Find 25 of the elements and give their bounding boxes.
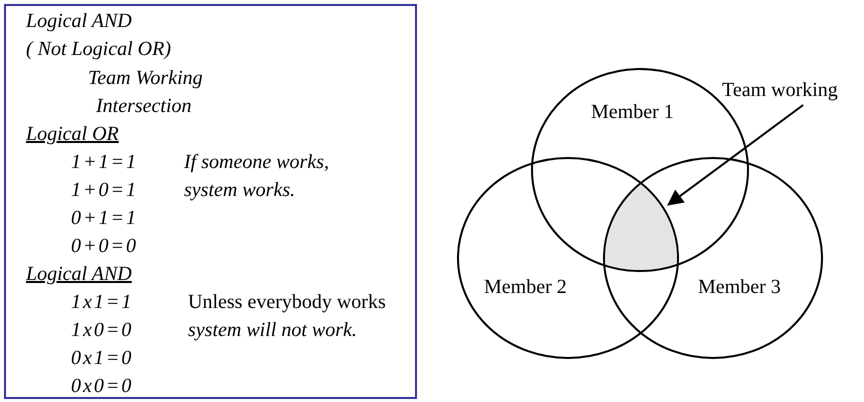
section-heading: Logical OR bbox=[26, 122, 119, 147]
equation-text: 1x0=0 bbox=[71, 318, 134, 343]
member-ellipse bbox=[457, 157, 679, 359]
intersection-region bbox=[605, 184, 677, 270]
subheading-text: Team Working bbox=[88, 66, 203, 91]
equation-text: 1+0=1 bbox=[71, 178, 138, 203]
equation-text: 0+0=0 bbox=[71, 234, 138, 259]
equation-text: 0x0=0 bbox=[71, 374, 134, 399]
equation-text: 1x1=1 bbox=[71, 290, 134, 315]
equation-text: 1+1=1 bbox=[71, 150, 138, 175]
member-label: Member 2 bbox=[484, 275, 567, 300]
heading-text: Logical AND bbox=[26, 9, 132, 34]
text-panel bbox=[4, 4, 417, 399]
member-ellipse bbox=[603, 157, 823, 359]
note-text: Unless everybody works system will not work. bbox=[188, 290, 387, 343]
member-label: Member 3 bbox=[698, 275, 781, 300]
callout-label: Team working bbox=[722, 76, 862, 104]
note-text: If someone works, system works. bbox=[184, 150, 330, 203]
heading-text: ( Not Logical OR) bbox=[26, 37, 171, 62]
equation-text: 0+1=1 bbox=[71, 206, 138, 231]
subheading-text: Intersection bbox=[96, 94, 192, 119]
section-heading: Logical AND bbox=[26, 262, 132, 287]
member-label: Member 1 bbox=[591, 100, 674, 125]
leader-arrow bbox=[667, 104, 804, 206]
equation-text: 0x1=0 bbox=[71, 346, 134, 371]
